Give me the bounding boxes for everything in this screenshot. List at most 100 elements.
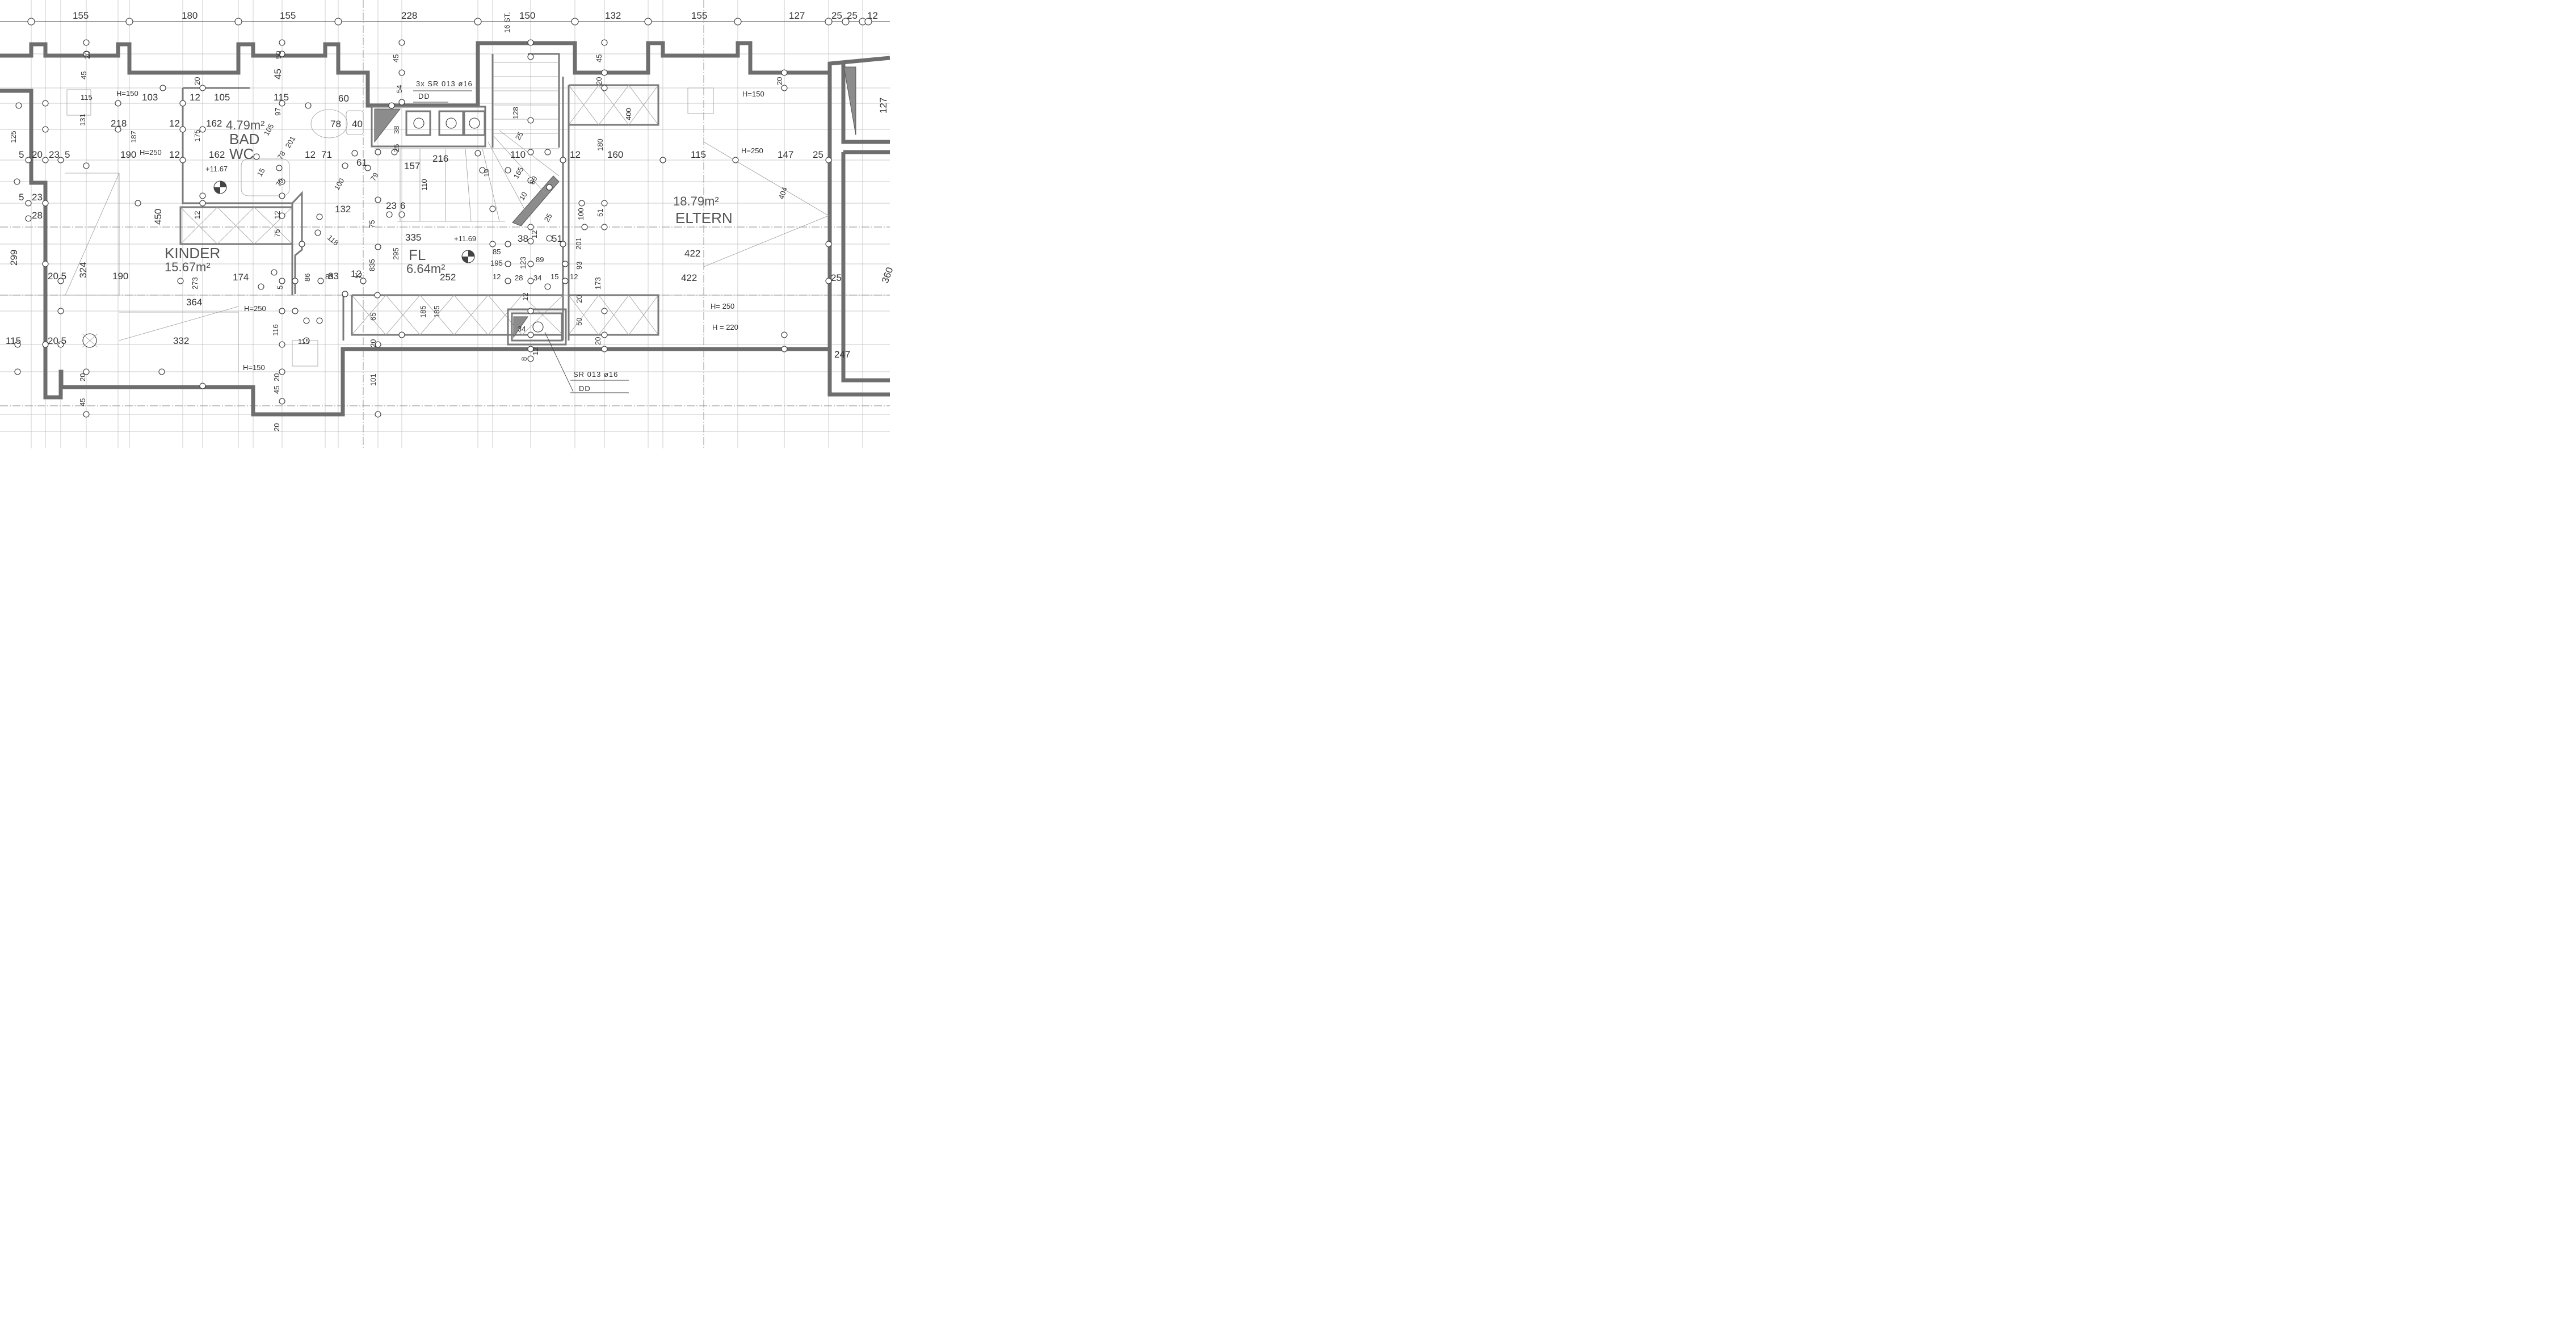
dim-label: 5: [19, 192, 24, 203]
dim-label: 83: [328, 271, 339, 282]
dim-label: 299: [9, 250, 19, 266]
dim-label: 115: [691, 149, 706, 160]
dim-label: 100: [333, 177, 346, 191]
top-dim-12: 12: [867, 10, 878, 21]
dim-label: 93: [575, 262, 583, 270]
dim-label: 162: [206, 118, 222, 129]
dim-label: 65: [369, 313, 377, 321]
dim-label: 71: [321, 149, 332, 160]
room-area-bad: 4.79m²: [226, 118, 264, 132]
dim-label: 247: [834, 349, 850, 360]
dim-label: 12: [493, 272, 501, 281]
dim-label: 61: [356, 157, 367, 168]
dim-label: 20.5: [48, 335, 66, 346]
dim-label: 20: [32, 149, 43, 160]
dim-label: 115: [274, 92, 289, 103]
top-dim-9: 127: [789, 10, 805, 21]
dim-label: 12: [570, 272, 578, 281]
chimney-block-bottom: [507, 308, 567, 346]
dim-label: 201: [284, 135, 297, 149]
chimney-note-top-text: 3x SR 013 ø16: [416, 79, 473, 88]
dim-label: 75: [368, 220, 376, 228]
chimney-note-bottom-dd: DD: [579, 384, 591, 393]
dim-label: 89: [536, 255, 544, 264]
room-area-kinder: 15.67m²: [165, 260, 211, 274]
height-notes: H=150 H=250 H=250 H=150 H=150 H=250 H= 2…: [116, 89, 764, 372]
dim-label: 20: [193, 77, 201, 85]
dim-label: 165: [512, 165, 526, 180]
room-sub-wc: WC: [229, 145, 254, 162]
dim-label: 273: [191, 277, 199, 289]
dim-label: 174: [233, 272, 249, 283]
dim-label: 54: [395, 85, 404, 93]
dim-label: 12: [521, 293, 530, 301]
dimension-markers: [14, 39, 832, 418]
dim-label: 103: [142, 92, 158, 103]
chimney-note-top: 3x SR 013 ø16 DD: [413, 79, 473, 103]
dim-label: 422: [681, 272, 697, 283]
dim-label: 100: [577, 208, 585, 220]
top-dim-2: 180: [182, 10, 197, 21]
room-eltern: 18.79m² ELTERN: [673, 194, 733, 226]
dim-label: 79: [274, 177, 285, 188]
dim-label: 185: [419, 305, 427, 318]
dim-label: 45: [78, 398, 87, 406]
dim-label: 23: [386, 200, 397, 211]
cabinet-hatching: [65, 85, 829, 372]
top-dim-7: 132: [605, 10, 621, 21]
dim-label: 295: [392, 247, 400, 260]
room-kinder: KINDER 15.67m²: [165, 245, 220, 274]
dim-label: 5: [19, 149, 24, 160]
dim-label: 20.5: [48, 271, 66, 282]
exterior-walls: [0, 41, 890, 417]
dim-label: 110: [420, 179, 428, 191]
dim-label: 127: [878, 98, 889, 114]
dim-label: 12: [305, 149, 316, 160]
dim-label: 12: [169, 149, 180, 160]
dim-label: 450: [153, 209, 163, 225]
level-bath: +11.67: [205, 165, 228, 173]
interior-walls: [179, 53, 659, 341]
dim-label: 132: [335, 204, 351, 215]
dimension-labels: 20 45 115 103 218 187 190 131 125 5 20 2…: [6, 51, 895, 431]
chimney-note-bottom-text: SR 013 ø16: [573, 370, 618, 379]
dim-label: 252: [440, 272, 456, 283]
dim-label: 12: [570, 149, 581, 160]
height-note-8: H = 220: [712, 323, 738, 331]
top-dim-5: 16 ST.: [503, 12, 511, 33]
dim-label: 12: [351, 268, 362, 279]
dim-label: 25: [392, 144, 401, 152]
chimney-note-top-dd: DD: [418, 92, 430, 100]
dim-label: 216: [432, 153, 448, 164]
floor-plan: 155 180 155 228 16 ST. 150 132 155 127 2…: [0, 0, 895, 448]
dim-label: 10: [518, 190, 529, 201]
dim-label: 332: [173, 335, 189, 346]
dim-label: 97: [274, 108, 282, 116]
room-area-eltern: 18.79m²: [673, 194, 719, 208]
dim-label: 324: [78, 262, 89, 278]
dim-label: 218: [111, 118, 127, 129]
dim-label: 86: [303, 274, 312, 282]
dim-label: 147: [778, 149, 793, 160]
dim-label: 201: [574, 237, 583, 250]
chimney-note-bottom: SR 013 ø16 DD: [544, 331, 629, 393]
dim-label: 20: [78, 373, 87, 381]
height-note-7: H= 250: [711, 302, 734, 310]
level-hall: +11.69: [454, 234, 476, 243]
dim-label: 38: [392, 126, 401, 134]
dim-label: 175: [193, 129, 201, 142]
dim-label: 195: [490, 259, 503, 267]
dim-label: 25: [543, 212, 554, 223]
height-note-6: H=250: [741, 146, 763, 155]
height-note-4: H=150: [243, 363, 265, 372]
dim-label: 20: [272, 423, 281, 431]
top-dim-1: 155: [73, 10, 89, 21]
dim-label: 12: [273, 211, 281, 219]
dim-label: 110: [510, 149, 526, 160]
dim-label: 78: [276, 149, 287, 161]
height-note-5: H=150: [742, 90, 764, 98]
dim-label: 45: [272, 69, 283, 79]
dim-label: 12: [530, 230, 539, 238]
level-markers: [82, 180, 475, 348]
dim-label: 12: [531, 347, 540, 355]
